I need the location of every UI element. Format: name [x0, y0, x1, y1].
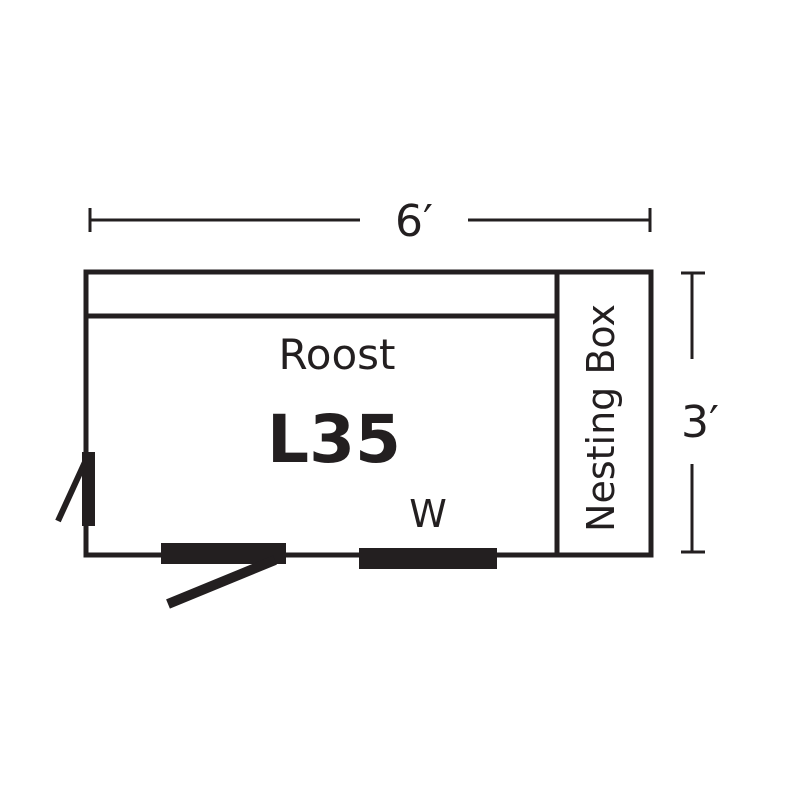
depth-dimension [681, 271, 705, 554]
width-dimension [88, 208, 652, 232]
side-door-swing [55, 460, 88, 523]
nesting-box-label: Nesting Box [579, 304, 623, 532]
front-door-panel [161, 543, 286, 564]
front-door-swing [166, 555, 277, 609]
walls [83, 269, 654, 558]
front-door [161, 543, 286, 609]
window-label: W [409, 492, 447, 536]
side-door-panel [82, 452, 95, 526]
roost-label: Roost [278, 330, 395, 379]
window [359, 548, 497, 569]
depth-label: 3′ [681, 397, 719, 448]
width-label: 6′ [395, 196, 433, 247]
side-door [55, 452, 95, 526]
model-label: L35 [267, 401, 401, 478]
